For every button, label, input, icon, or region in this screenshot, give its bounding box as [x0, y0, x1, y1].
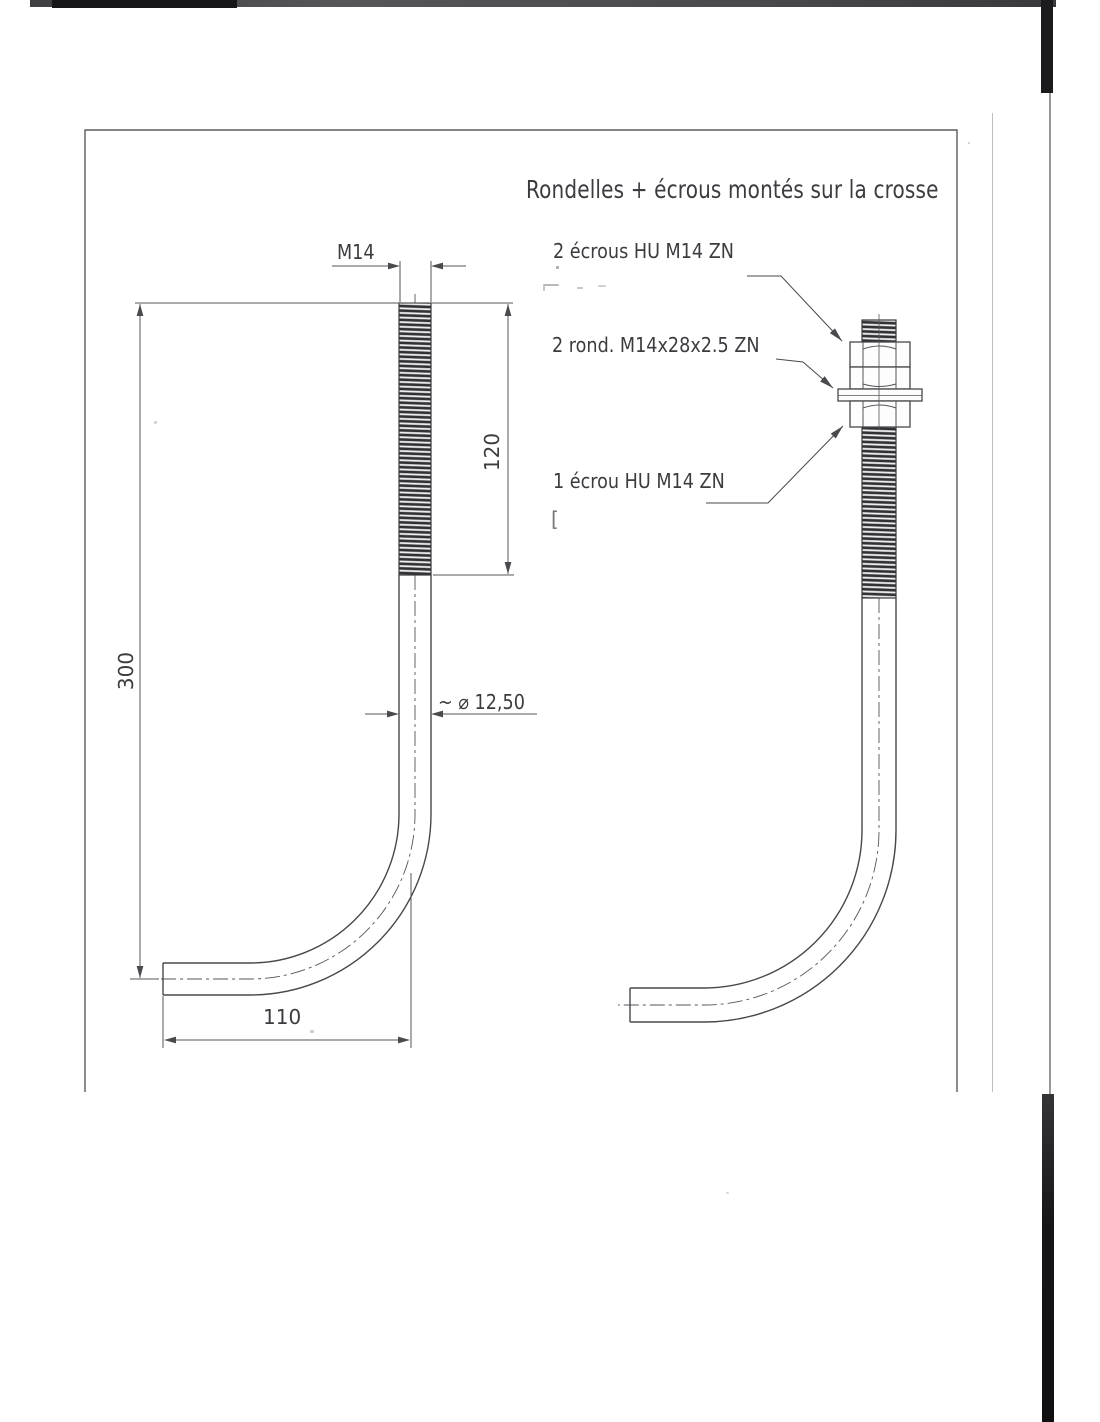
nut-and-washer-stack	[837, 341, 923, 428]
scan-speck	[154, 421, 157, 424]
hex-nut-lower	[849, 400, 911, 428]
left-view-j-bolt	[130, 261, 537, 1048]
scan-artifact-faded-text	[543, 286, 545, 291]
callout-washers-label: 2 rond. M14x28x2.5 ZN	[552, 333, 760, 357]
scan-artifact-bracket: [	[551, 507, 559, 531]
page-right-edge-bar-bottom	[1042, 1094, 1054, 1422]
page-right-edge-bar-top	[1041, 0, 1053, 93]
dimension-arrowheads	[136, 262, 512, 1044]
scan-artifact-faded-text	[598, 285, 606, 287]
callout-top-nuts-label: 2 écrous HU M14 ZN	[553, 239, 734, 263]
dimension-diameter-label: ~ ⌀ 12,50	[438, 690, 525, 714]
page-right-edge-line	[1049, 93, 1051, 1094]
washer	[837, 388, 923, 402]
dimension-foot-length-label: 110	[263, 1005, 302, 1029]
dimension-thread-length-label: 120	[480, 432, 504, 472]
page-top-edge-shadow	[30, 0, 1056, 7]
right-view-assembled-bolt	[618, 314, 923, 1023]
threaded-section	[861, 426, 897, 599]
scan-speck	[726, 1192, 729, 1194]
dimension-height-label: 300	[114, 651, 138, 691]
threaded-section	[398, 302, 432, 576]
scan-artifact-faded-text	[556, 266, 559, 269]
centerline	[618, 598, 880, 1006]
page-fold-line	[992, 113, 993, 1092]
leader-bottom-nut	[706, 425, 844, 504]
callout-leaders	[706, 275, 844, 504]
hex-nut-upper-2	[849, 366, 911, 390]
dimension-lines	[130, 261, 537, 1048]
centerline	[148, 294, 416, 980]
callout-bottom-nut-label: 1 écrou HU M14 ZN	[553, 469, 725, 493]
dimension-thread-label: M14	[337, 240, 375, 264]
scan-speck	[968, 142, 970, 144]
drawing-title: Rondelles + écrous montés sur la crosse	[526, 175, 939, 204]
scan-speck	[310, 1030, 314, 1033]
scan-artifact-faded-text	[577, 287, 583, 289]
leader-washers	[775, 358, 834, 389]
rod-outline	[162, 575, 432, 996]
rod-outline	[629, 598, 897, 1023]
leader-top-nuts	[747, 275, 843, 342]
scan-artifact-faded-text	[543, 284, 559, 286]
page-top-edge-dark-segment	[52, 0, 237, 8]
drawing-frame	[84, 129, 958, 1092]
nut-facet-lines	[838, 342, 922, 427]
